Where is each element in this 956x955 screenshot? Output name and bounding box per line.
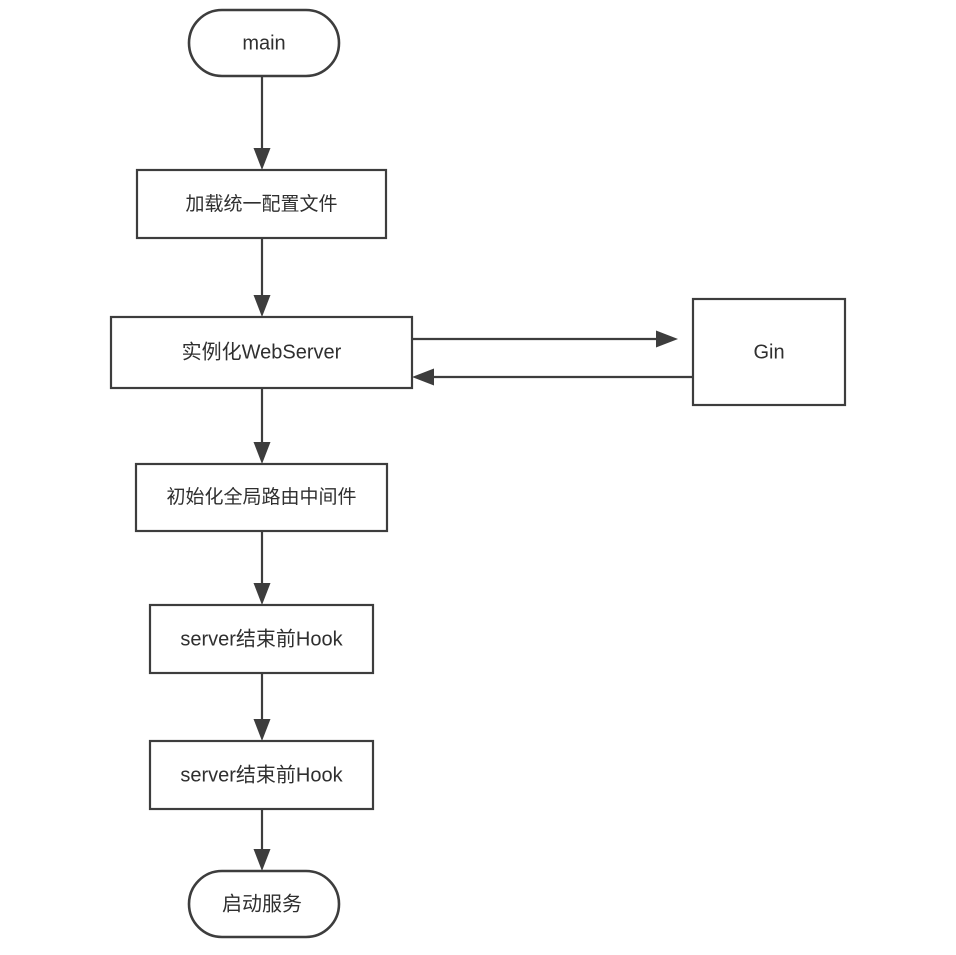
node-server-hook-1-label: server结束前Hook — [180, 627, 343, 650]
node-server-hook-2[interactable]: server结束前Hook — [148, 739, 375, 811]
node-gin-label: Gin — [753, 341, 784, 363]
node-instantiate-webserver[interactable]: 实例化WebServer — [109, 315, 414, 390]
node-load-config[interactable]: 加载统一配置文件 — [135, 168, 388, 240]
node-start-service-label: 启动服务 — [222, 892, 302, 915]
edge-hook-1-to-hook-2 — [253, 673, 271, 741]
edge-webserver-to-gin — [412, 330, 678, 348]
edge-middleware-to-hook-1 — [253, 531, 271, 605]
edge-hook-2-to-start-service — [253, 809, 271, 871]
edge-main-to-load-config — [253, 76, 271, 170]
node-server-hook-2-label: server结束前Hook — [180, 763, 343, 786]
node-load-config-label: 加载统一配置文件 — [185, 193, 337, 215]
node-start-service[interactable]: 启动服务 — [187, 869, 341, 939]
node-instantiate-webserver-label: 实例化WebServer — [182, 340, 342, 363]
edge-gin-to-webserver — [412, 368, 693, 386]
node-gin[interactable]: Gin — [691, 297, 847, 407]
node-init-global-middleware[interactable]: 初始化全局路由中间件 — [134, 462, 389, 533]
node-init-global-middleware-label: 初始化全局路由中间件 — [166, 486, 356, 508]
node-main-label: main — [242, 32, 285, 54]
node-main[interactable]: main — [187, 8, 341, 78]
node-server-hook-1[interactable]: server结束前Hook — [148, 603, 375, 675]
edge-load-config-to-webserver — [253, 238, 271, 317]
edge-webserver-to-middleware — [253, 388, 271, 464]
